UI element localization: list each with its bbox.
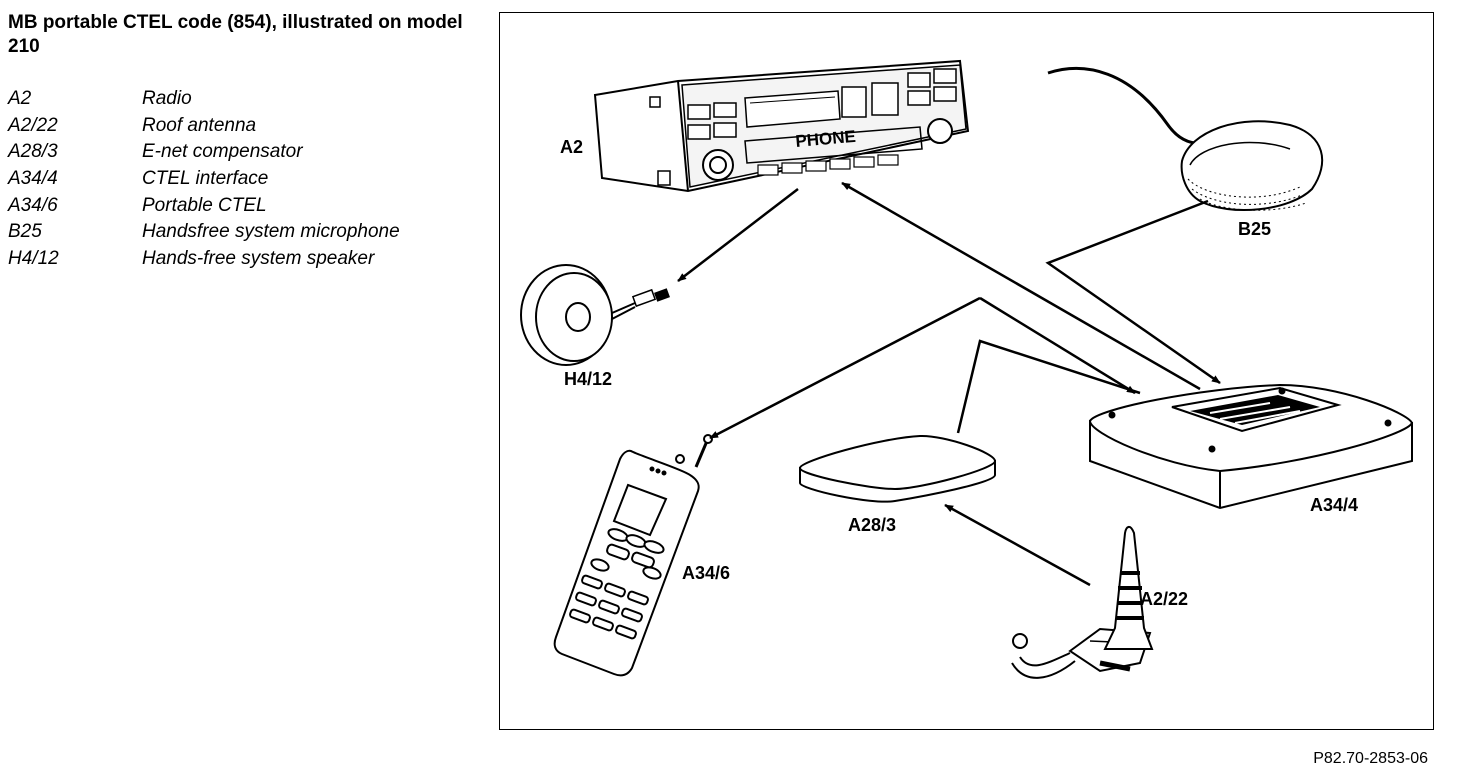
legend-row: A2 Radio [8, 86, 478, 113]
legend-row: A34/4 CTEL interface [8, 166, 478, 193]
enet-compensator [798, 434, 997, 503]
label-compensator: A28/3 [848, 515, 896, 535]
legend-description: Radio [142, 88, 192, 109]
legend-code: B25 [8, 221, 42, 243]
legend-row: B25 Handsfree system microphone [8, 219, 478, 246]
legend-description: E-net compensator [142, 141, 303, 163]
portable-ctel-phone [553, 434, 713, 677]
page-title: MB portable CTEL code (854), illustrated… [8, 12, 463, 57]
legend-description: Hands-free system speaker [142, 248, 375, 270]
connection-lines [677, 181, 1221, 587]
label-microphone: B25 [1238, 219, 1271, 239]
legend-description: Handsfree system microphone [142, 221, 400, 243]
legend-description: Portable CTEL [142, 194, 267, 216]
legend-row: A2/22 Roof antenna [8, 113, 478, 140]
handsfree-microphone [1047, 66, 1324, 211]
component-legend: A2 Radio A2/22 Roof antenna A28/3 E-net … [8, 86, 478, 273]
legend-code: A34/6 [8, 194, 58, 216]
legend-code: A2 [8, 88, 32, 109]
label-speaker: H4/12 [564, 369, 612, 389]
label-ctel-interface: A34/4 [1310, 495, 1358, 515]
label-antenna: A2/22 [1140, 589, 1188, 609]
ctel-interface-unit [1088, 383, 1414, 510]
radio-unit [593, 59, 970, 193]
legend-code: A28/3 [8, 141, 58, 163]
legend-description: CTEL interface [142, 168, 269, 190]
roof-antenna [1011, 526, 1154, 679]
wiring-diagram-frame: PHONE [499, 12, 1434, 730]
label-portable-ctel: A34/6 [682, 563, 730, 583]
legend-row: A34/6 Portable CTEL [8, 193, 478, 220]
legend-row: H4/12 Hands-free system speaker [8, 246, 478, 273]
figure-reference: P82.70-2853-06 [1313, 750, 1428, 767]
legend-row: A28/3 E-net compensator [8, 139, 478, 166]
legend-code: H4/12 [8, 248, 59, 270]
wiring-diagram: PHONE [520, 59, 1414, 679]
legend-code: A2/22 [8, 114, 58, 136]
legend-description: Roof antenna [142, 114, 257, 136]
label-radio: A2 [560, 137, 583, 157]
legend-code: A34/4 [8, 168, 58, 190]
handsfree-speaker [520, 264, 670, 366]
